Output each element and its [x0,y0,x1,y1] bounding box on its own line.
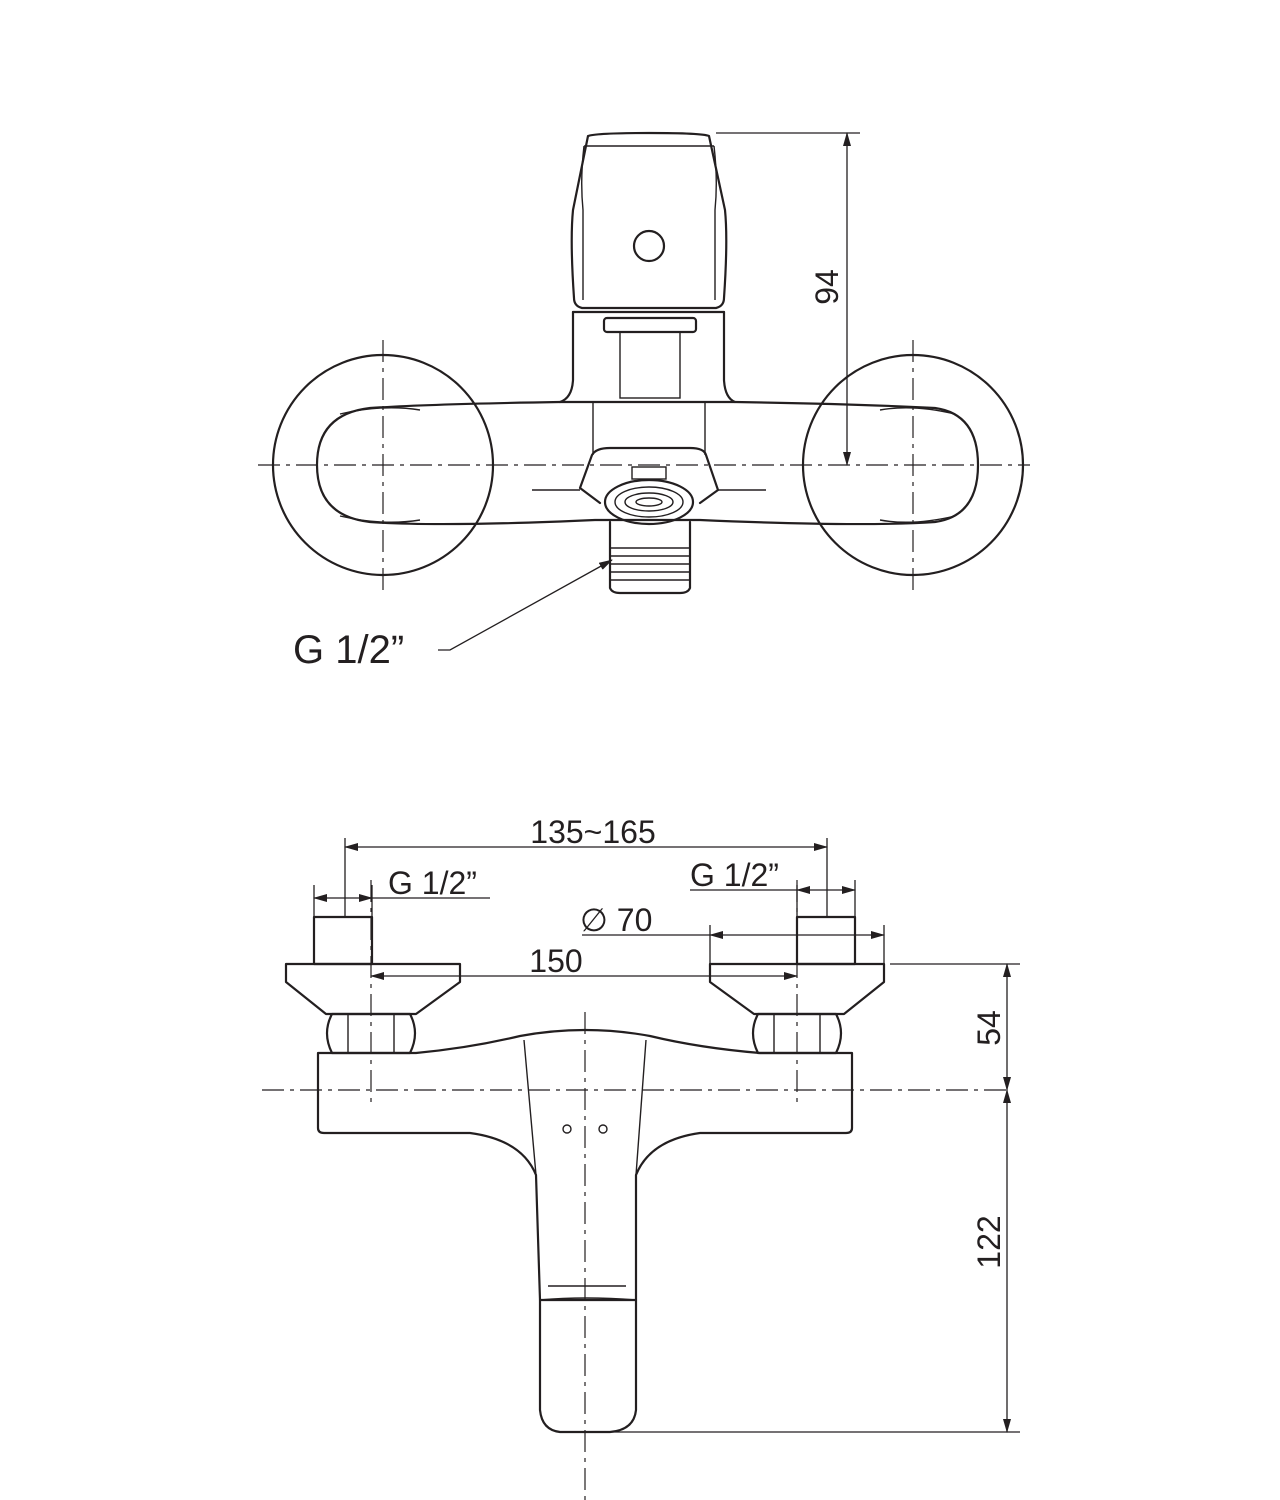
spout-height-122-label: 122 [971,1215,1007,1268]
right-thread-label: G 1/2” [690,857,779,893]
outlet-connector [608,520,692,595]
center-distance-label: 150 [529,943,582,979]
top-view: 94 G 1/2” [258,131,1030,672]
left-wall-flange-side [284,962,462,1016]
right-inlet-pipe [795,915,857,966]
aerator-outer [603,478,695,526]
body-screw-left [562,1124,572,1134]
handle-neck [558,310,737,404]
left-thread-label: G 1/2” [388,865,477,901]
spout [538,1298,638,1434]
left-inlet-pipe [312,915,374,966]
height-94-label: 94 [809,269,845,305]
mixer-body-front [316,1028,854,1302]
indicator-dot-icon [632,229,666,263]
body-screw-right [598,1124,608,1134]
inlet-height-54-label: 54 [971,1010,1007,1046]
front-view: 135~165 G 1/2” G 1/2” ∅ 70 150 54 122 [262,814,1020,1500]
span-135-165-label: 135~165 [530,814,655,850]
flange-diameter-label: ∅ 70 [580,902,652,938]
handle-lever [570,131,728,310]
mixer-body-top [315,400,980,526]
outlet-thread-label: G 1/2” [293,628,404,672]
